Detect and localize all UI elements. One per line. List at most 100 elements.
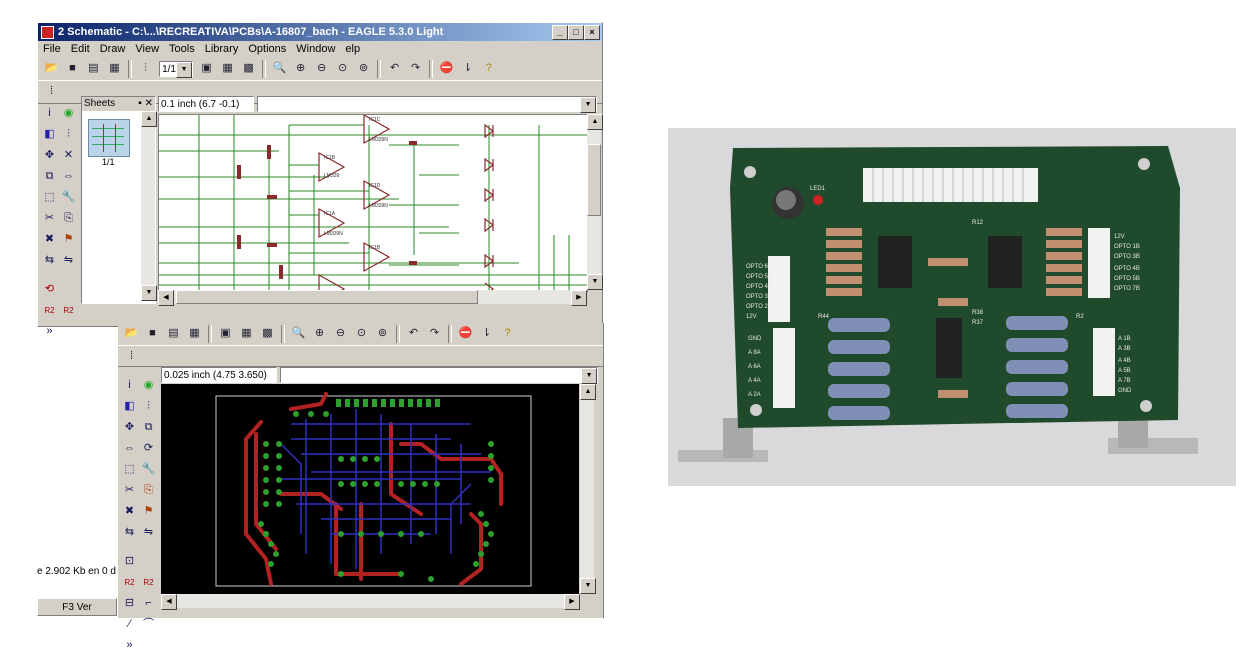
- stop-icon[interactable]: ⛔: [439, 62, 454, 74]
- menu-edit[interactable]: Edit: [70, 43, 90, 55]
- value-icon[interactable]: R2: [143, 578, 154, 587]
- open-icon[interactable]: 📂: [44, 62, 59, 74]
- schematic-canvas[interactable]: IC1C IC1B IC1D IC1A IC1B LM339N LM339 LM…: [158, 114, 588, 292]
- delete-icon[interactable]: ✖: [44, 233, 55, 245]
- wrench-icon[interactable]: 🔧: [61, 191, 76, 203]
- zoom-select-icon[interactable]: ⊚: [359, 62, 369, 74]
- add-icon[interactable]: ⚑: [63, 233, 74, 245]
- zoom-out-icon[interactable]: ⊖: [335, 327, 346, 339]
- zoom-fit-icon[interactable]: 🔍: [291, 327, 306, 339]
- layer-display-icon[interactable]: ◧: [124, 400, 135, 412]
- redo-icon[interactable]: ↷: [411, 62, 421, 74]
- cam-icon[interactable]: ▦: [189, 327, 200, 339]
- mark-icon[interactable]: ⫶: [67, 128, 70, 140]
- cross-icon[interactable]: ✕: [63, 149, 74, 161]
- menu-library[interactable]: Library: [204, 43, 239, 55]
- chevron-down-icon[interactable]: ▼: [580, 97, 597, 113]
- board-icon[interactable]: ▣: [201, 62, 212, 74]
- ratsnest-icon[interactable]: ▦: [241, 327, 252, 339]
- help-icon[interactable]: ?: [485, 62, 492, 74]
- info-icon[interactable]: i: [128, 379, 131, 391]
- layer-icon[interactable]: ⁞: [49, 85, 54, 97]
- zoom-redraw-icon[interactable]: ⊙: [356, 327, 367, 339]
- zoom-select-icon[interactable]: ⊚: [377, 327, 388, 339]
- scroll-down-icon[interactable]: ▼: [587, 274, 603, 290]
- menu-help[interactable]: elp: [345, 43, 361, 55]
- save-icon[interactable]: ■: [69, 62, 76, 74]
- grid-icon[interactable]: ▩: [243, 62, 254, 74]
- scroll-down-icon[interactable]: ▼: [141, 285, 157, 301]
- board-vscroll[interactable]: ▲ ▼: [580, 384, 596, 594]
- value-icon[interactable]: R2: [63, 306, 74, 315]
- cut-icon[interactable]: ✂: [124, 484, 135, 496]
- mirror-icon[interactable]: ⇔: [63, 170, 74, 182]
- chevron-down-icon[interactable]: ▼: [176, 61, 193, 78]
- menu-view[interactable]: View: [135, 43, 160, 55]
- optimize-icon[interactable]: ⇋: [143, 526, 154, 538]
- menu-options[interactable]: Options: [248, 43, 287, 55]
- layer-icon[interactable]: ⁞: [129, 350, 134, 362]
- mirror-icon[interactable]: ⇔: [124, 442, 135, 454]
- go-icon[interactable]: ⇂: [463, 62, 473, 74]
- eye-icon[interactable]: ◉: [143, 379, 154, 391]
- sheet-thumbnail[interactable]: [88, 119, 130, 157]
- scroll-thumb[interactable]: [587, 144, 601, 216]
- scroll-right-icon[interactable]: ▶: [571, 290, 587, 306]
- scroll-thumb[interactable]: [176, 290, 478, 304]
- scroll-down-icon[interactable]: ▼: [580, 578, 596, 594]
- arc-icon[interactable]: ⌒: [143, 618, 154, 630]
- menu-file[interactable]: File: [43, 43, 61, 55]
- group-icon[interactable]: ⬚: [124, 463, 135, 475]
- name-icon[interactable]: R2: [124, 578, 135, 587]
- gateswap-icon[interactable]: ⇋: [63, 254, 74, 266]
- move-icon[interactable]: ✥: [44, 149, 55, 161]
- replace-icon[interactable]: ⟲: [44, 283, 55, 295]
- zoom-redraw-icon[interactable]: ⊙: [338, 62, 348, 74]
- schematic-hscroll[interactable]: ◀ ▶: [158, 290, 587, 306]
- scroll-left-icon[interactable]: ◀: [158, 290, 174, 306]
- scroll-right-icon[interactable]: ▶: [564, 594, 580, 610]
- go-icon[interactable]: ⇂: [481, 327, 492, 339]
- print-icon[interactable]: ▤: [88, 62, 99, 74]
- route-icon[interactable]: ⊟: [124, 597, 135, 609]
- more-tools-icon[interactable]: »: [126, 639, 133, 651]
- board-hscroll[interactable]: ◀ ▶: [161, 594, 580, 610]
- more-tools-icon[interactable]: »: [46, 325, 53, 337]
- add-icon[interactable]: ⚑: [143, 505, 154, 517]
- menu-window[interactable]: Window: [296, 43, 336, 55]
- wrench-icon[interactable]: 🔧: [141, 463, 156, 475]
- rotate-icon[interactable]: ⟳: [143, 442, 154, 454]
- info-icon[interactable]: i: [48, 107, 51, 119]
- cam-icon[interactable]: ▦: [109, 62, 120, 74]
- group-icon[interactable]: ⬚: [44, 191, 55, 203]
- redo-icon[interactable]: ↷: [429, 327, 440, 339]
- stop-icon[interactable]: ⛔: [458, 327, 473, 339]
- save-icon[interactable]: ■: [149, 327, 156, 339]
- maximize-icon[interactable]: □: [568, 25, 584, 40]
- close-icon[interactable]: ×: [584, 25, 600, 40]
- schematic-vscroll[interactable]: ▲ ▼: [587, 114, 603, 290]
- zoom-in-icon[interactable]: ⊕: [296, 62, 306, 74]
- move-icon[interactable]: ✥: [124, 421, 135, 433]
- sheet-select[interactable]: 1/1▼: [159, 60, 194, 78]
- chevron-down-icon[interactable]: ▼: [581, 368, 598, 384]
- board-command-line[interactable]: ▼: [280, 367, 599, 384]
- scroll-up-icon[interactable]: ▲: [580, 384, 596, 400]
- zoom-fit-icon[interactable]: 🔍: [272, 62, 287, 74]
- zoom-in-icon[interactable]: ⊕: [314, 327, 325, 339]
- schematic-titlebar[interactable]: 2 Schematic - C:\...\RECREATIVA\PCBs\A-1…: [38, 23, 602, 41]
- layer-display-icon[interactable]: ◧: [44, 128, 55, 140]
- cut-icon[interactable]: ✂: [44, 212, 55, 224]
- ripup-icon[interactable]: ⌐: [145, 597, 152, 609]
- help-icon[interactable]: ?: [504, 327, 511, 339]
- sheet-icon[interactable]: ⫶: [144, 62, 147, 74]
- open-icon[interactable]: 📂: [124, 327, 139, 339]
- status-button[interactable]: F3 Ver: [37, 598, 117, 616]
- schematic-command-line[interactable]: ▼: [257, 96, 598, 113]
- schematic-icon[interactable]: ▣: [220, 327, 231, 339]
- eye-icon[interactable]: ◉: [63, 107, 74, 119]
- lock-icon[interactable]: ⊡: [124, 555, 135, 567]
- menu-draw[interactable]: Draw: [99, 43, 126, 55]
- name-icon[interactable]: R2: [44, 306, 55, 315]
- ratsnest-icon[interactable]: ▦: [222, 62, 233, 74]
